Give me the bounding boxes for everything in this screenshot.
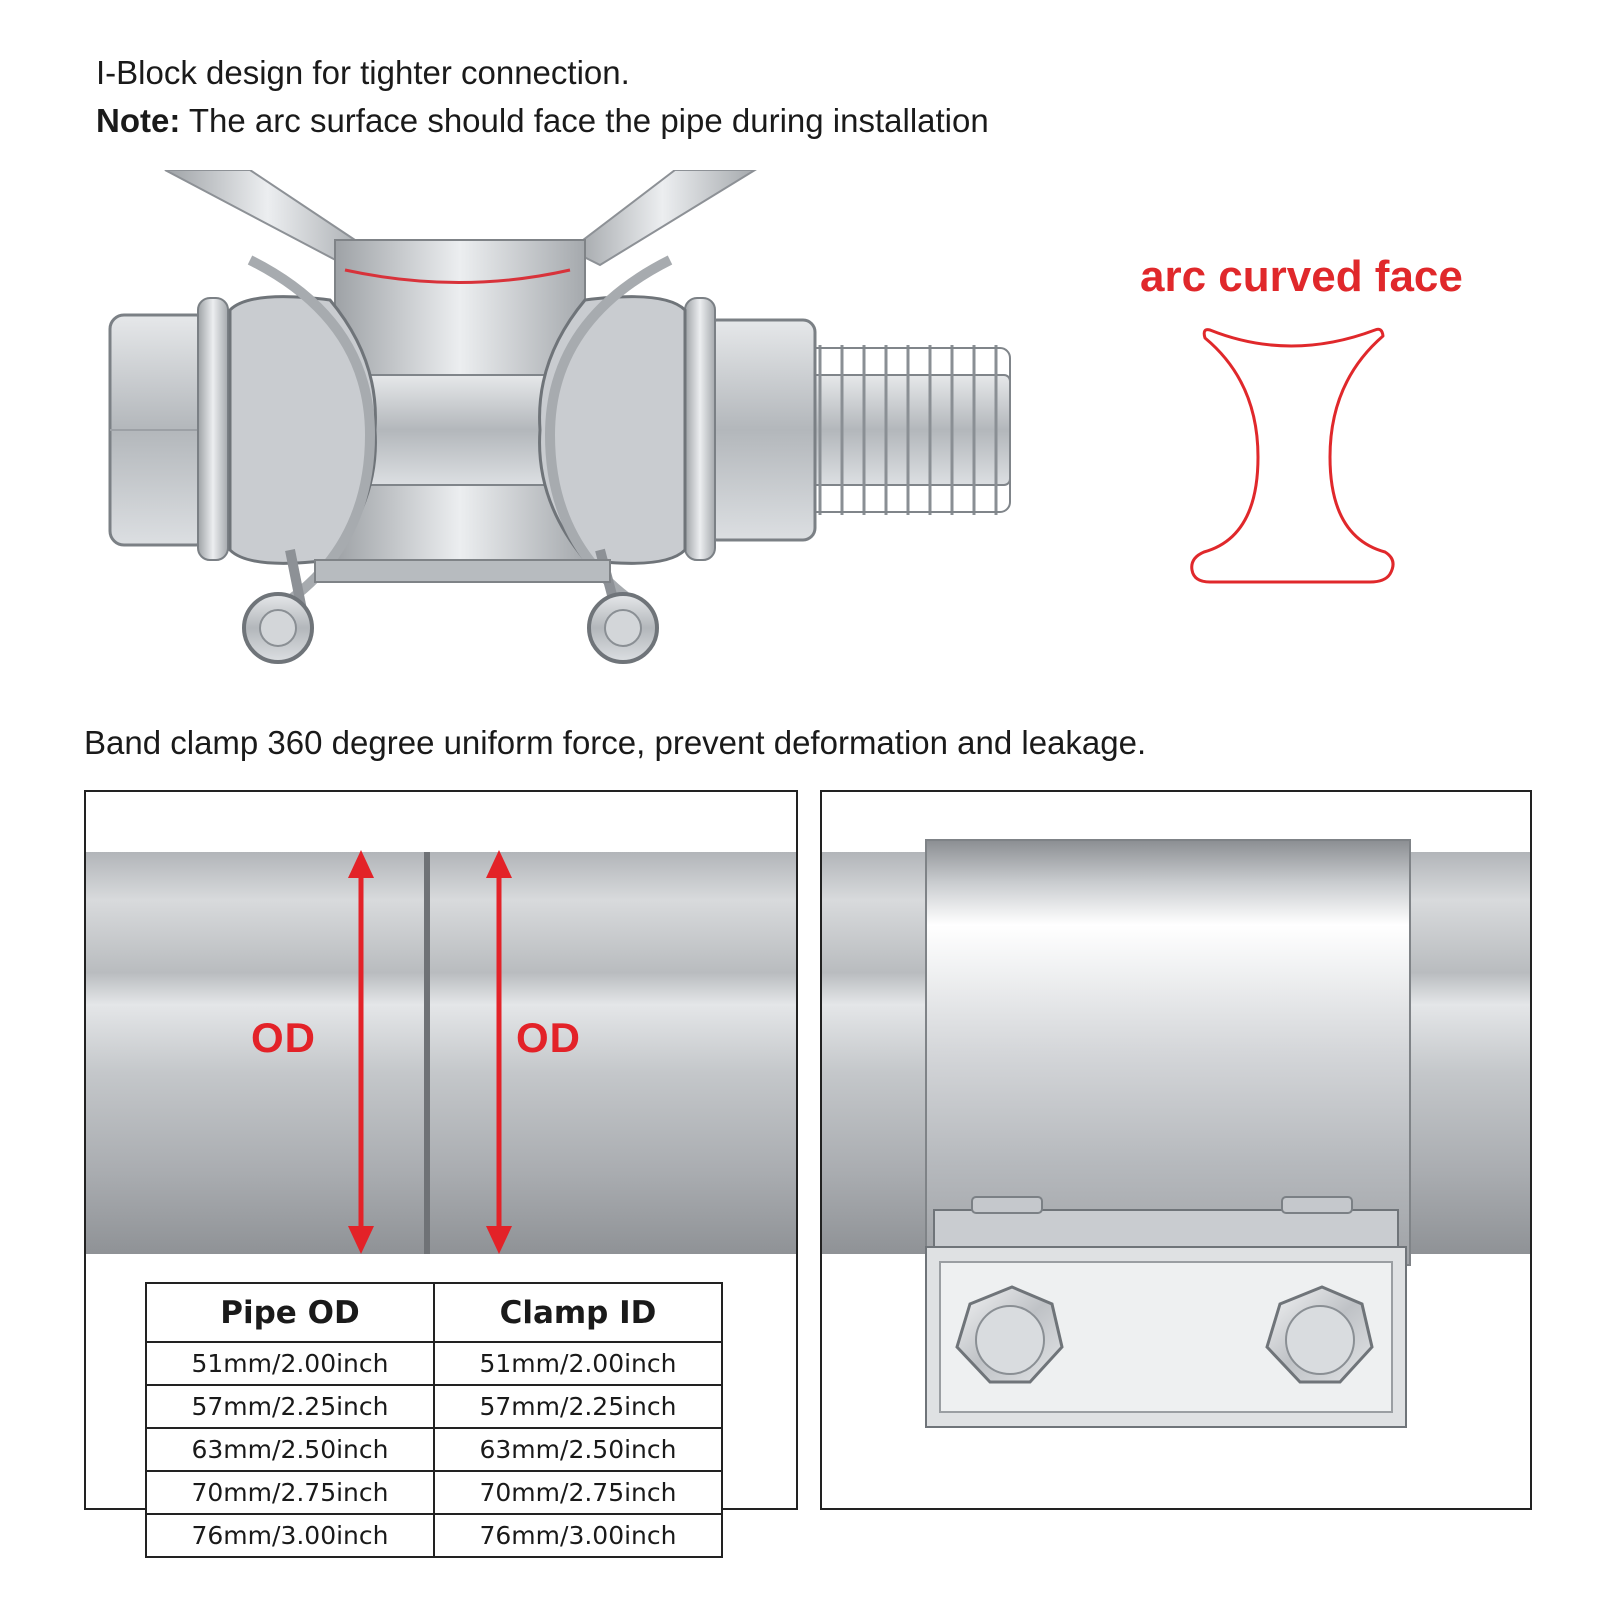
clamp-id-cell: 70mm/2.75inch xyxy=(433,1470,723,1515)
band-caption: Band clamp 360 degree uniform force, pre… xyxy=(84,724,1147,761)
arc-curved-face-label: arc curved face xyxy=(1140,252,1463,301)
od-label-right: OD xyxy=(516,1014,581,1061)
column-header-pipe-od: Pipe OD xyxy=(145,1282,435,1343)
pipe-od-cell: 51mm/2.00inch xyxy=(145,1341,435,1386)
table-header-row: Pipe OD Clamp ID xyxy=(145,1282,723,1343)
note-label: Note: xyxy=(96,102,181,139)
installed-clamp-photo xyxy=(822,839,1530,1428)
i-block-clamp-photo xyxy=(108,170,1011,664)
clamp-id-cell: 57mm/2.25inch xyxy=(433,1384,723,1429)
i-block-profile-diagram xyxy=(1190,327,1395,584)
pipe-od-cell: 63mm/2.50inch xyxy=(145,1427,435,1472)
table-row: 70mm/2.75inch 70mm/2.75inch xyxy=(145,1470,723,1515)
table-row: 76mm/3.00inch 76mm/3.00inch xyxy=(145,1513,723,1558)
pipe-od-cell: 70mm/2.75inch xyxy=(145,1470,435,1515)
clamp-id-cell: 51mm/2.00inch xyxy=(433,1341,723,1386)
clamp-id-cell: 76mm/3.00inch xyxy=(433,1513,723,1558)
pipe-od-diagram xyxy=(86,850,796,1254)
note-line: Note: The arc surface should face the pi… xyxy=(96,102,989,140)
table-row: 63mm/2.50inch 63mm/2.50inch xyxy=(145,1427,723,1472)
od-label-left: OD xyxy=(251,1014,316,1061)
column-header-clamp-id: Clamp ID xyxy=(433,1282,723,1343)
table-row: 57mm/2.25inch 57mm/2.25inch xyxy=(145,1384,723,1429)
pipe-od-cell: 57mm/2.25inch xyxy=(145,1384,435,1429)
installed-clamp-panel xyxy=(820,790,1532,1510)
intro-line: I-Block design for tighter connection. xyxy=(96,54,630,91)
pipe-od-cell: 76mm/3.00inch xyxy=(145,1513,435,1558)
note-text: The arc surface should face the pipe dur… xyxy=(180,102,989,139)
size-table: Pipe OD Clamp ID 51mm/2.00inch 51mm/2.00… xyxy=(145,1282,723,1558)
clamp-id-cell: 63mm/2.50inch xyxy=(433,1427,723,1472)
table-row: 51mm/2.00inch 51mm/2.00inch xyxy=(145,1341,723,1386)
